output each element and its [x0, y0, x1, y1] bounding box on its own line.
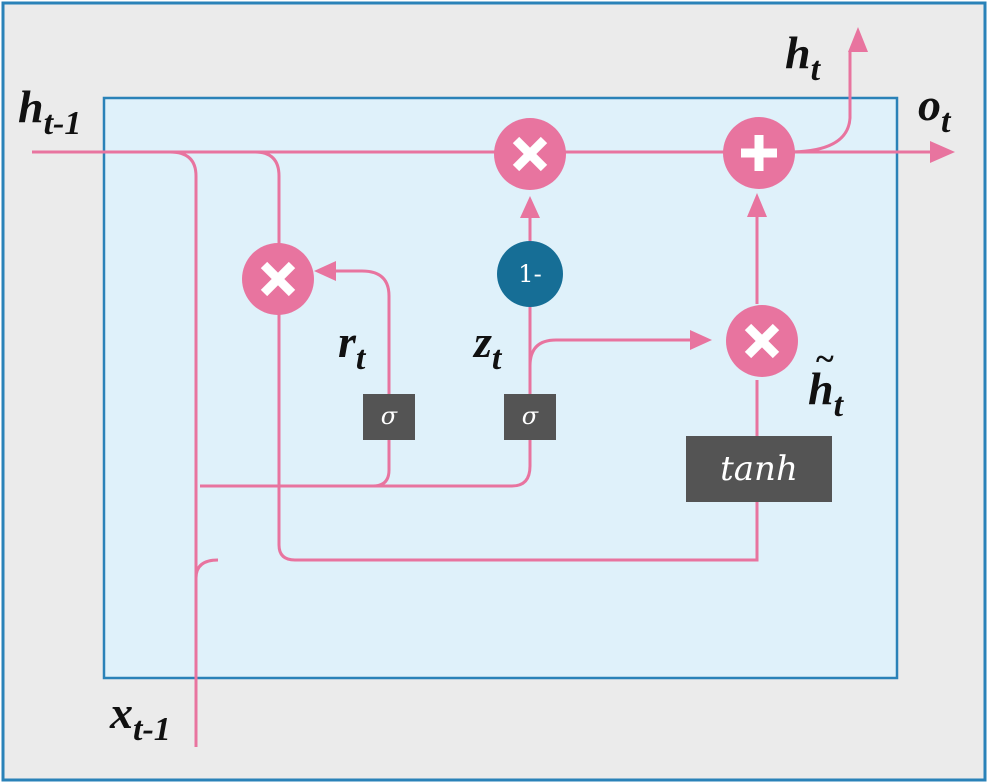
times-icon [260, 261, 296, 297]
tanh-text: tanh [720, 449, 798, 489]
h-out-label: ht [785, 27, 822, 88]
one-minus-node: 1- [497, 241, 563, 307]
gru-cell-box [102, 96, 899, 680]
ht-output-wire [787, 52, 852, 154]
gate-input-wire [200, 300, 532, 488]
update-multiply-operator [494, 118, 566, 190]
update-to-candidate-wire [528, 338, 690, 367]
h-candidate-tilde: ~ [816, 341, 834, 378]
o-out-label: ot [918, 79, 952, 140]
candidate-arrowhead [747, 193, 767, 217]
output-add-operator [723, 117, 795, 189]
one-minus-arrowhead [520, 196, 540, 218]
xprev-branch-wire [194, 558, 219, 579]
sigma-reset-text: σ [381, 402, 398, 430]
tanh-box [686, 436, 832, 502]
x-prev-label: xt-1 [109, 687, 171, 748]
sigma-update-box [504, 394, 556, 440]
h-candidate-label: ht [808, 363, 845, 424]
one-minus-circle [497, 241, 563, 307]
hprev-vertical-wire [169, 150, 198, 747]
reset-gate-wire [330, 269, 391, 488]
times-icon [512, 136, 548, 172]
reset-arrowhead [314, 261, 336, 281]
output-ot-arrowhead [930, 141, 955, 163]
update-arrowhead [690, 330, 712, 350]
sigma-reset-gate: σ [363, 394, 415, 440]
reset-multiply-operator [242, 243, 314, 315]
r-gate-label: rt [338, 316, 367, 377]
sigma-reset-box [363, 394, 415, 440]
h-prev-label: ht-1 [18, 81, 81, 142]
sigma-update-text: σ [522, 402, 539, 430]
tanh-gate: tanh [686, 436, 832, 502]
z-gate-label: zt [472, 316, 503, 377]
ht-arrowhead [848, 27, 868, 52]
plus-icon [741, 135, 777, 171]
candidate-multiply-operator [726, 305, 798, 377]
reset-path-wire [254, 150, 759, 562]
one-minus-text: 1- [518, 260, 541, 288]
times-icon [744, 323, 780, 359]
sigma-update-gate: σ [504, 394, 556, 440]
